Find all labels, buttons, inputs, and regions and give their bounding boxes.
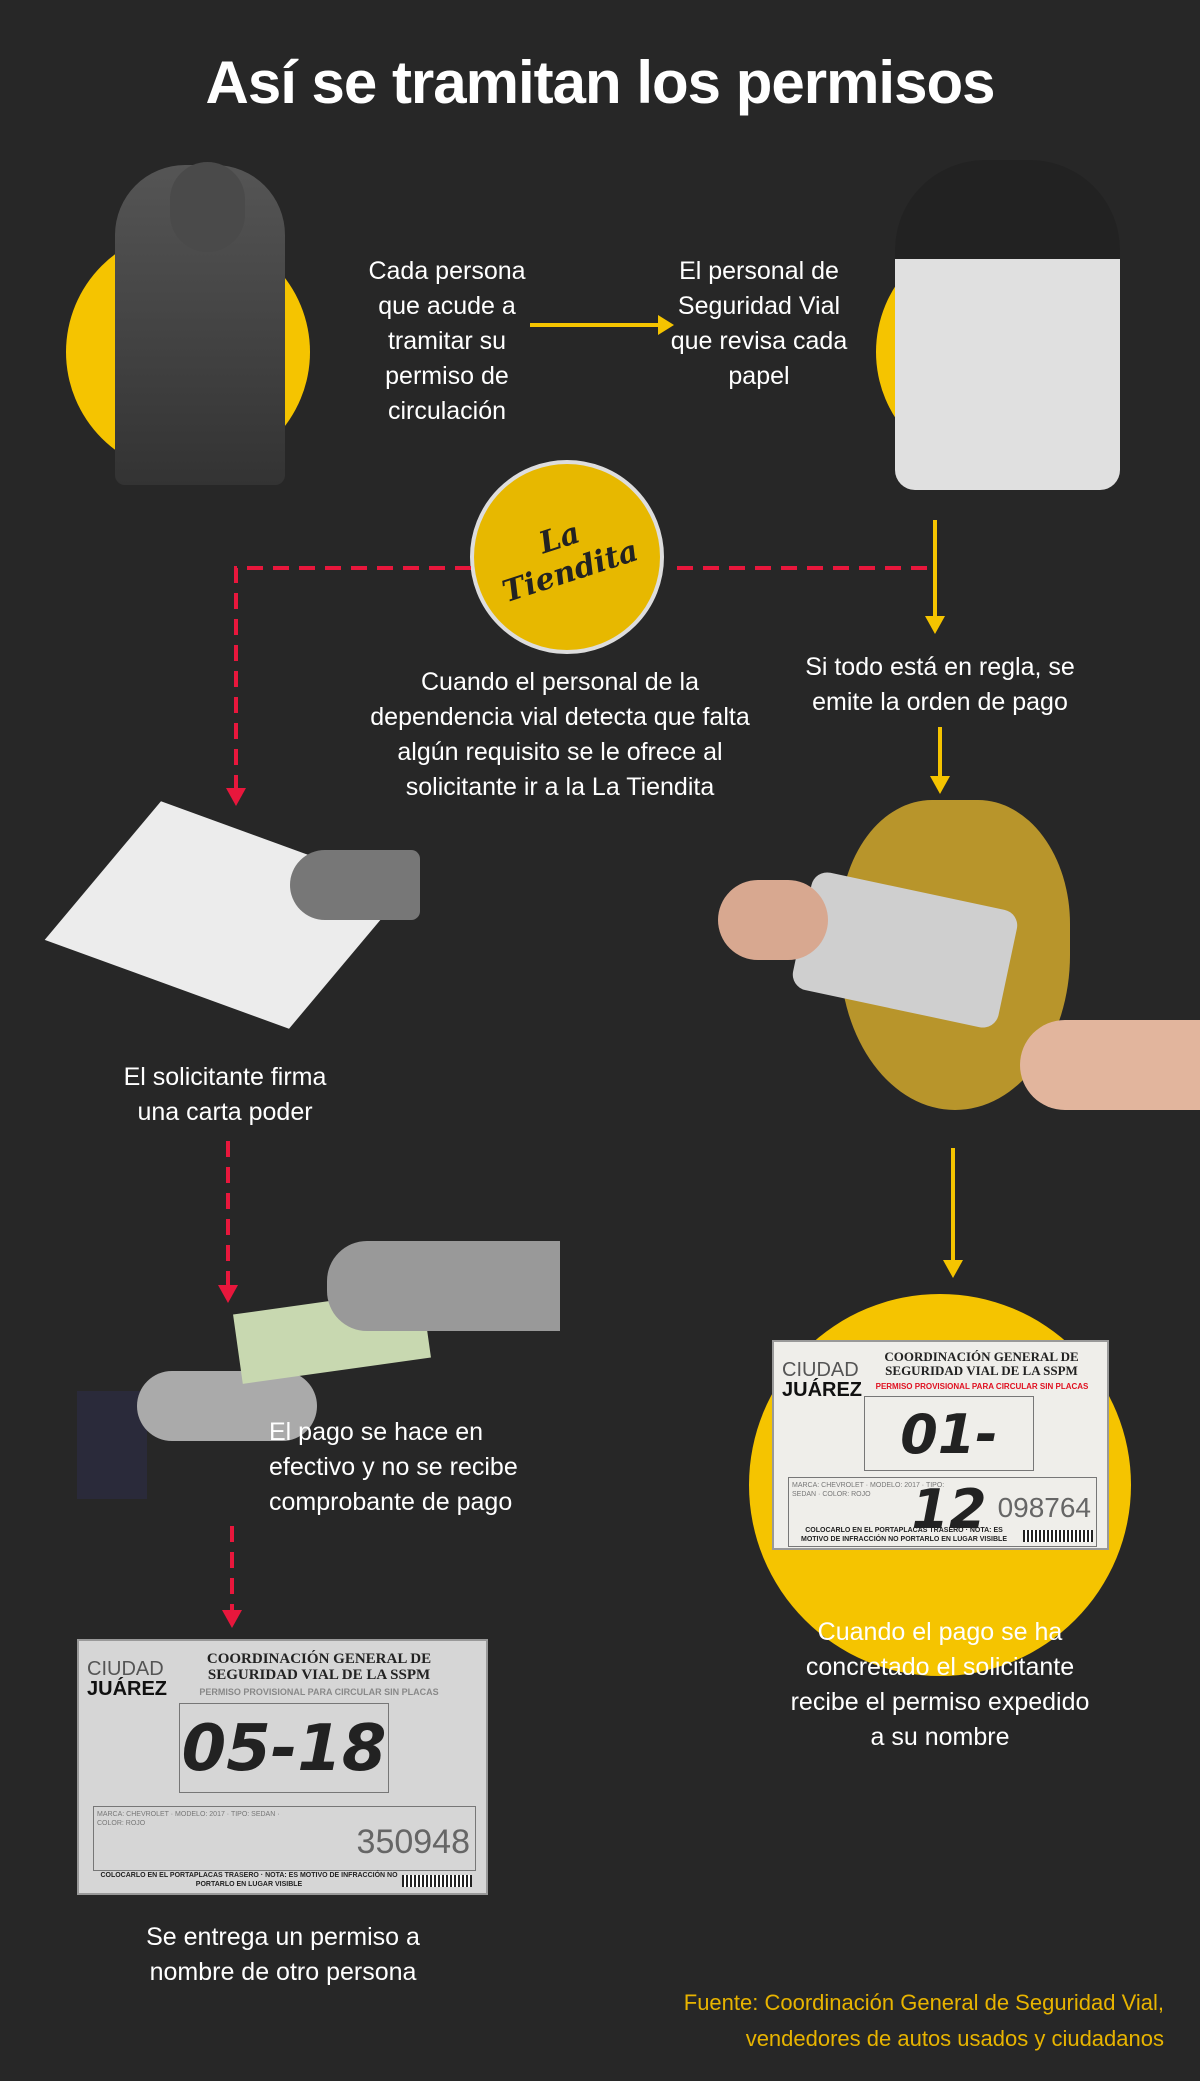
step-8-text: Se entrega un permiso a nombre de otro p… (146, 1923, 420, 1986)
source-line: vendedores de autos usados y ciudadanos (745, 2026, 1164, 2051)
arrowhead-icon (943, 1260, 963, 1278)
arrowhead-icon (222, 1610, 242, 1628)
permit-subheading: PERMISO PROVISIONAL PARA CIRCULAR SIN PL… (875, 1382, 1089, 1391)
arrowhead-icon (925, 616, 945, 634)
step-6-text: El pago se hace en efectivo y no se reci… (269, 1418, 518, 1516)
permit-heading: COORDINACIÓN GENERAL DE SEGURIDAD VIAL D… (206, 1651, 432, 1683)
arrowhead-icon (218, 1285, 238, 1303)
step-1-text: Cada persona que acude a tramitar su per… (368, 257, 526, 425)
hand-right (1020, 1020, 1200, 1110)
permit-heading: COORDINACIÓN GENERAL DE SEGURIDAD VIAL D… (884, 1349, 1079, 1378)
arrowhead-icon (930, 776, 950, 794)
page-title: Así se tramitan los permisos (205, 49, 996, 116)
permit-folio: 098764 (997, 1492, 1091, 1523)
red-dashed-line (234, 566, 471, 790)
permit-footer: COLOCARLO EN EL PORTAPLACAS TRASERO · NO… (100, 1872, 398, 1888)
permit-footer: COLOCARLO EN EL PORTAPLACAS TRASERO · NO… (801, 1527, 1007, 1543)
pen-hand (290, 850, 420, 920)
store-circle (470, 460, 664, 654)
permit-fields: MARCA: CHEVROLET · MODELO: 2017 · TIPO: … (788, 1477, 1097, 1547)
arrow-right-icon (530, 315, 674, 335)
cash-exchange-photo (77, 1241, 560, 1500)
permit-fields: MARCA: CHEVROLET · MODELO: 2017 · TIPO: … (93, 1806, 476, 1871)
officer-photo (895, 160, 1120, 490)
permit-folio: 350948 (356, 1823, 470, 1861)
hand-left (718, 880, 828, 960)
source-note: Fuente: Coordinación General de Segurida… (684, 1985, 1164, 2057)
source-line: Fuente: Coordinación General de Segurida… (683, 1990, 1164, 2015)
step-3-text: Cuando el personal de la dependencia via… (370, 668, 750, 801)
man-head (170, 162, 245, 252)
step-7-text: Cuando el pago se ha concretado el solic… (790, 1618, 1090, 1751)
step-2-text: El personal de Seguridad Vial que revisa… (670, 257, 848, 390)
arrowhead-icon (226, 788, 246, 806)
step-4-text: Si todo está en regla, se emite la orden… (805, 653, 1075, 716)
barcode (402, 1875, 472, 1887)
barcode (1023, 1530, 1093, 1542)
step-5-text: El solicitante firma una carta poder (123, 1063, 327, 1126)
permit-number: 01-12 (864, 1396, 1034, 1541)
permit-subheading: PERMISO PROVISIONAL PARA CIRCULAR SIN PL… (199, 1687, 439, 1697)
permit-number: 05-18 (179, 1703, 389, 1793)
